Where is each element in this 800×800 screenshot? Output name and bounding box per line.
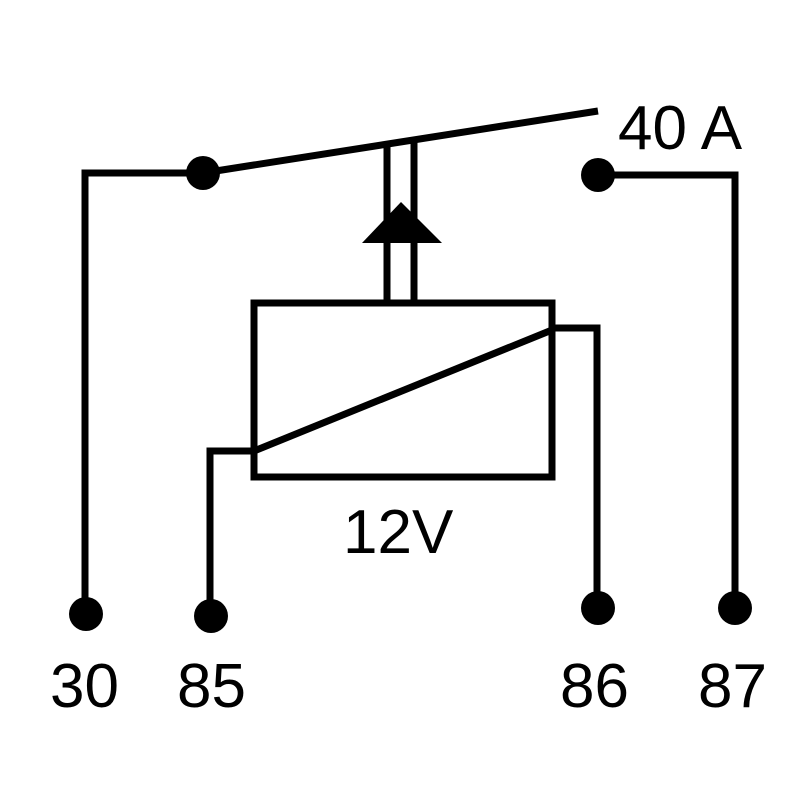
- pin-label-30: 30: [50, 652, 119, 721]
- switch-contact-dot: [581, 158, 615, 192]
- pin-85-wire: [206, 447, 254, 615]
- coil-box: [250, 299, 556, 481]
- pin-label-85: 85: [177, 652, 246, 721]
- pin-label-87: 87: [698, 652, 767, 721]
- current-rating-label: 40 A: [618, 94, 743, 163]
- coil-voltage-label: 12V: [343, 498, 454, 567]
- pin-86-dot: [581, 591, 615, 625]
- pin-30-dot: [69, 597, 103, 631]
- switch-arm: [202, 107, 599, 177]
- switch-pivot-dot: [186, 156, 220, 190]
- arrow-up-icon: [362, 202, 442, 243]
- pin-86-wire: [552, 324, 601, 608]
- pin-87-dot: [718, 591, 752, 625]
- coil-diagonal: [252, 326, 554, 455]
- pin-30-wire: [81, 169, 203, 613]
- pin-label-86: 86: [560, 652, 629, 721]
- pin-87-wire: [598, 171, 739, 608]
- pin-85-dot: [194, 599, 228, 633]
